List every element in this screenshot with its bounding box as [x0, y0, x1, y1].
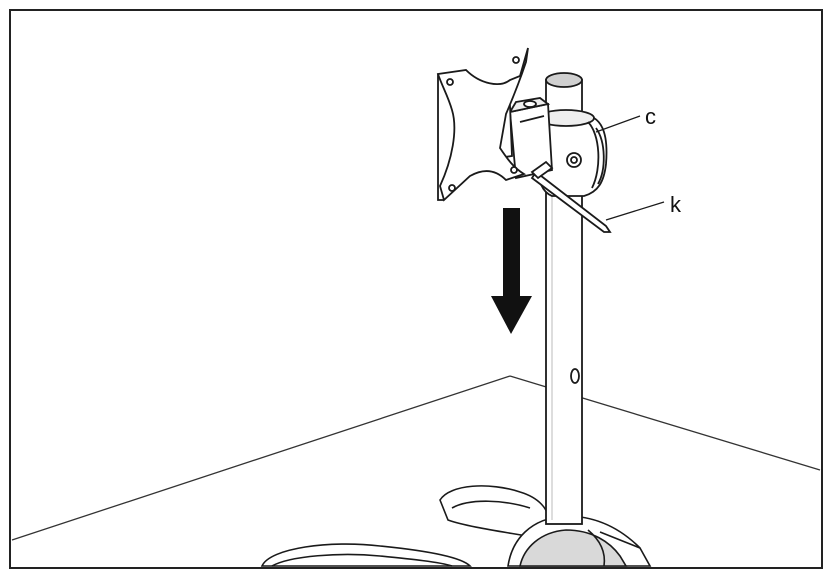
leader-line-k — [605, 201, 665, 221]
stand-base-hub — [507, 515, 652, 567]
pole-hole — [570, 368, 580, 384]
diagram-frame — [9, 9, 823, 569]
hex-key — [530, 160, 612, 233]
leader-line-c — [595, 115, 641, 133]
stand-pole — [545, 177, 583, 525]
vesa-mounting-plate — [436, 47, 529, 202]
tilt-arm — [508, 97, 553, 180]
leader-lines — [595, 115, 665, 221]
stand-base-left-foot — [260, 543, 472, 567]
label-c: c — [645, 104, 656, 129]
label-k: k — [670, 192, 682, 217]
down-arrow-icon — [491, 208, 532, 334]
